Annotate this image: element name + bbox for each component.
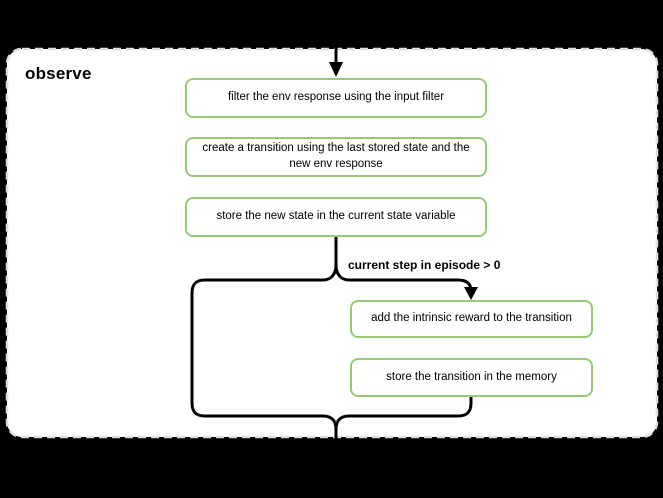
skip-branch-line [190,264,338,430]
node-store-new-state: store the new state in the current state… [185,197,487,237]
observe-group-panel [5,47,659,439]
node-label: store the transition in the memory [386,370,557,383]
node-create-transition: create a transition using the last store… [185,137,487,177]
node-store-transition-memory: store the transition in the memory [350,358,593,397]
node-label: filter the env response using the input … [227,91,445,104]
entry-arrowhead-icon [329,62,343,77]
branch-arrowhead-icon [464,287,478,300]
merge-flow-line [334,397,473,430]
node-label: add the intrinsic reward to the transiti… [371,312,572,325]
node-label: create a transition using the last store… [202,142,470,170]
panel-title: observe [25,64,92,83]
node-label: store the new state in the current state… [216,210,456,223]
node-filter-env-response: filter the env response using the input … [185,78,487,118]
node-add-intrinsic-reward: add the intrinsic reward to the transiti… [350,300,593,338]
branch-condition-label: current step in episode > 0 [348,258,501,272]
